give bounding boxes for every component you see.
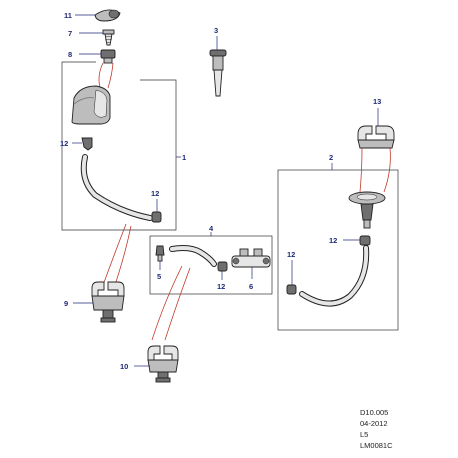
red-leader-10b — [164, 267, 191, 341]
callout-1: 1 — [182, 153, 186, 162]
hose-clip-bracket-part-a — [91, 281, 125, 323]
red-leader-10a — [151, 265, 183, 341]
hose-connector-part-a — [81, 137, 93, 151]
group-1-frame — [61, 61, 177, 231]
footer-model: L5 — [360, 430, 368, 439]
assembly-group-2: 2 — [277, 153, 399, 331]
hose-clip-part-d — [286, 284, 297, 295]
red-leader-9b — [113, 225, 132, 289]
red-leader-8b — [107, 62, 114, 89]
footer-date: 04-2012 — [360, 419, 388, 428]
washer-hose-part-b — [169, 245, 217, 267]
callout-9: 9 — [64, 299, 68, 308]
hose-clip-part-c — [359, 235, 371, 246]
clip-nut-part — [100, 49, 116, 64]
red-leader-9a — [101, 223, 127, 289]
callout-11: 11 — [64, 11, 72, 20]
washer-jet-housing-part — [71, 85, 111, 125]
red-leader-13a — [359, 147, 363, 193]
footer-drawing-no: LM0081C — [360, 441, 393, 450]
washer-jet-part-b — [348, 191, 386, 229]
callout-12d: 12 — [329, 236, 337, 245]
assembly-group-1: 1 — [61, 61, 186, 231]
callout-5: 5 — [157, 272, 161, 281]
group-2-frame — [277, 169, 399, 331]
drawing-footer: D10.005 04-2012 L5 LM0081C — [360, 408, 393, 450]
t-piece-connector-part — [231, 248, 271, 268]
callout-6: 6 — [249, 282, 253, 291]
callout-4: 4 — [209, 224, 214, 233]
footer-ref: D10.005 — [360, 408, 388, 417]
callout-7: 7 — [68, 29, 72, 38]
callout-13: 13 — [373, 97, 381, 106]
hose-connector-part-b — [155, 245, 165, 262]
callout-2: 2 — [329, 153, 333, 162]
washer-hose-part-a — [80, 154, 153, 221]
hose-clip-part-b — [217, 261, 228, 272]
assembly-group-4: 4 — [149, 224, 273, 295]
callout-12e: 12 — [287, 250, 295, 259]
screw-part — [102, 29, 115, 46]
red-leader-8a — [98, 62, 104, 89]
callout-12a: 12 — [60, 139, 68, 148]
red-leader-13b — [383, 147, 391, 193]
callout-12b: 12 — [151, 189, 159, 198]
callout-10: 10 — [120, 362, 128, 371]
callout-8: 8 — [68, 50, 72, 59]
washer-cap-part — [94, 9, 121, 22]
mounting-bracket-part — [357, 125, 395, 149]
washer-jet-part-top — [209, 49, 227, 97]
washer-hose-part-c — [299, 245, 370, 307]
hose-clip-part-a — [151, 211, 162, 223]
callout-3: 3 — [214, 26, 218, 35]
callout-12c: 12 — [217, 282, 225, 291]
hose-clip-bracket-part-b — [147, 345, 179, 383]
